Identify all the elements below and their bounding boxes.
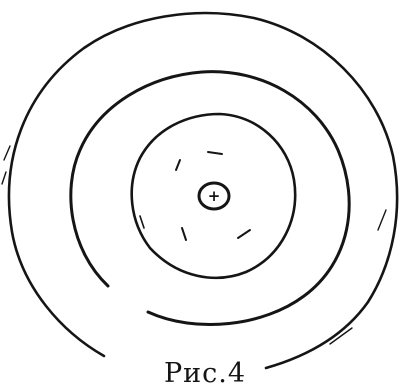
electron-mark [176,160,180,170]
inner-shell-gap-stroke [140,216,144,228]
electron-mark [208,152,222,154]
nucleus-charge-label: + [208,187,221,205]
outer-electron-shell [9,13,397,368]
outer-shell-sketch-stroke [4,146,10,160]
outer-shell-sketch-stroke [2,172,6,184]
figure-caption: Рис.4 [164,358,246,389]
outer-shell-sketch-stroke [378,210,386,230]
electron-mark [182,228,186,240]
electron-mark [238,230,250,238]
